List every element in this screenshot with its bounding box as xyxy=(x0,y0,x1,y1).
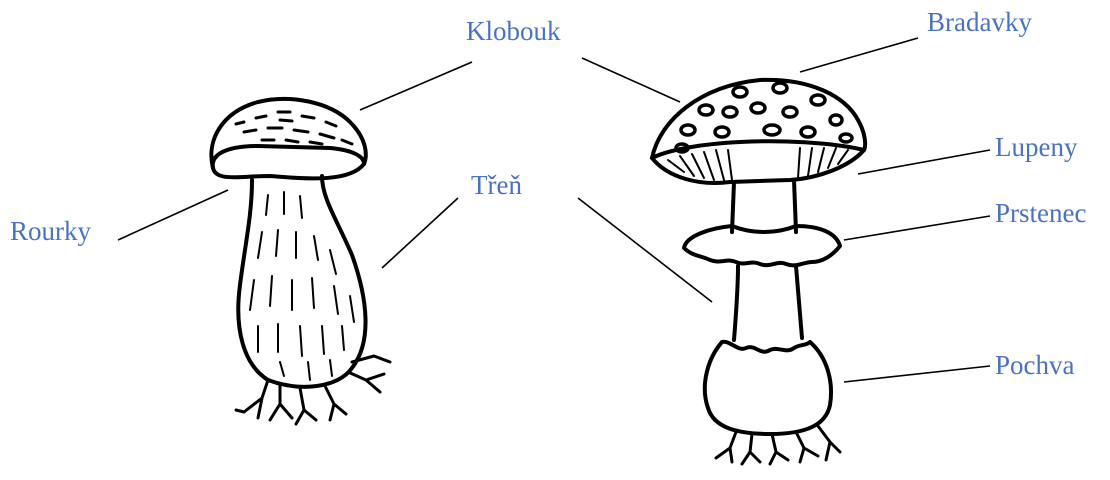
leader-prstenec xyxy=(843,215,991,241)
label-bradavky: Bradavky xyxy=(927,7,1032,37)
agaric-gill-edge xyxy=(650,148,866,185)
leader-klobouk-left xyxy=(359,61,473,111)
bolete-stem xyxy=(236,174,368,389)
leader-bradavky xyxy=(799,37,919,73)
leader-tren-left xyxy=(381,197,459,269)
agaric-ring xyxy=(682,224,842,268)
bolete-mushroom xyxy=(209,96,392,426)
bolete-roots xyxy=(234,354,392,426)
leader-lines xyxy=(117,37,991,383)
label-pochva: Pochva xyxy=(995,350,1075,380)
agaric-cap xyxy=(650,77,868,160)
label-prstenec: Prstenec xyxy=(995,198,1087,228)
agaric-gills xyxy=(667,147,849,181)
bolete-tubes xyxy=(210,144,366,181)
bolete-stem-texture xyxy=(249,191,355,381)
agaric-warts xyxy=(674,81,854,154)
leader-klobouk-right xyxy=(581,57,681,103)
label-tren: Třeň xyxy=(471,170,522,200)
agaric-roots xyxy=(714,424,842,466)
leader-pochva xyxy=(843,365,991,383)
label-lupeny: Lupeny xyxy=(995,132,1078,162)
fly-agaric-mushroom xyxy=(650,77,868,466)
bolete-cap-texture xyxy=(234,110,354,146)
label-rourky: Rourky xyxy=(10,216,91,246)
leader-lupeny xyxy=(857,149,991,175)
leader-rourky xyxy=(117,189,229,241)
label-klobouk: Klobouk xyxy=(466,16,561,46)
agaric-volva xyxy=(702,339,833,436)
agaric-lower-stem xyxy=(732,264,804,342)
leader-tren-right xyxy=(577,197,713,303)
bolete-cap xyxy=(209,96,368,170)
agaric-upper-stem xyxy=(730,178,798,234)
